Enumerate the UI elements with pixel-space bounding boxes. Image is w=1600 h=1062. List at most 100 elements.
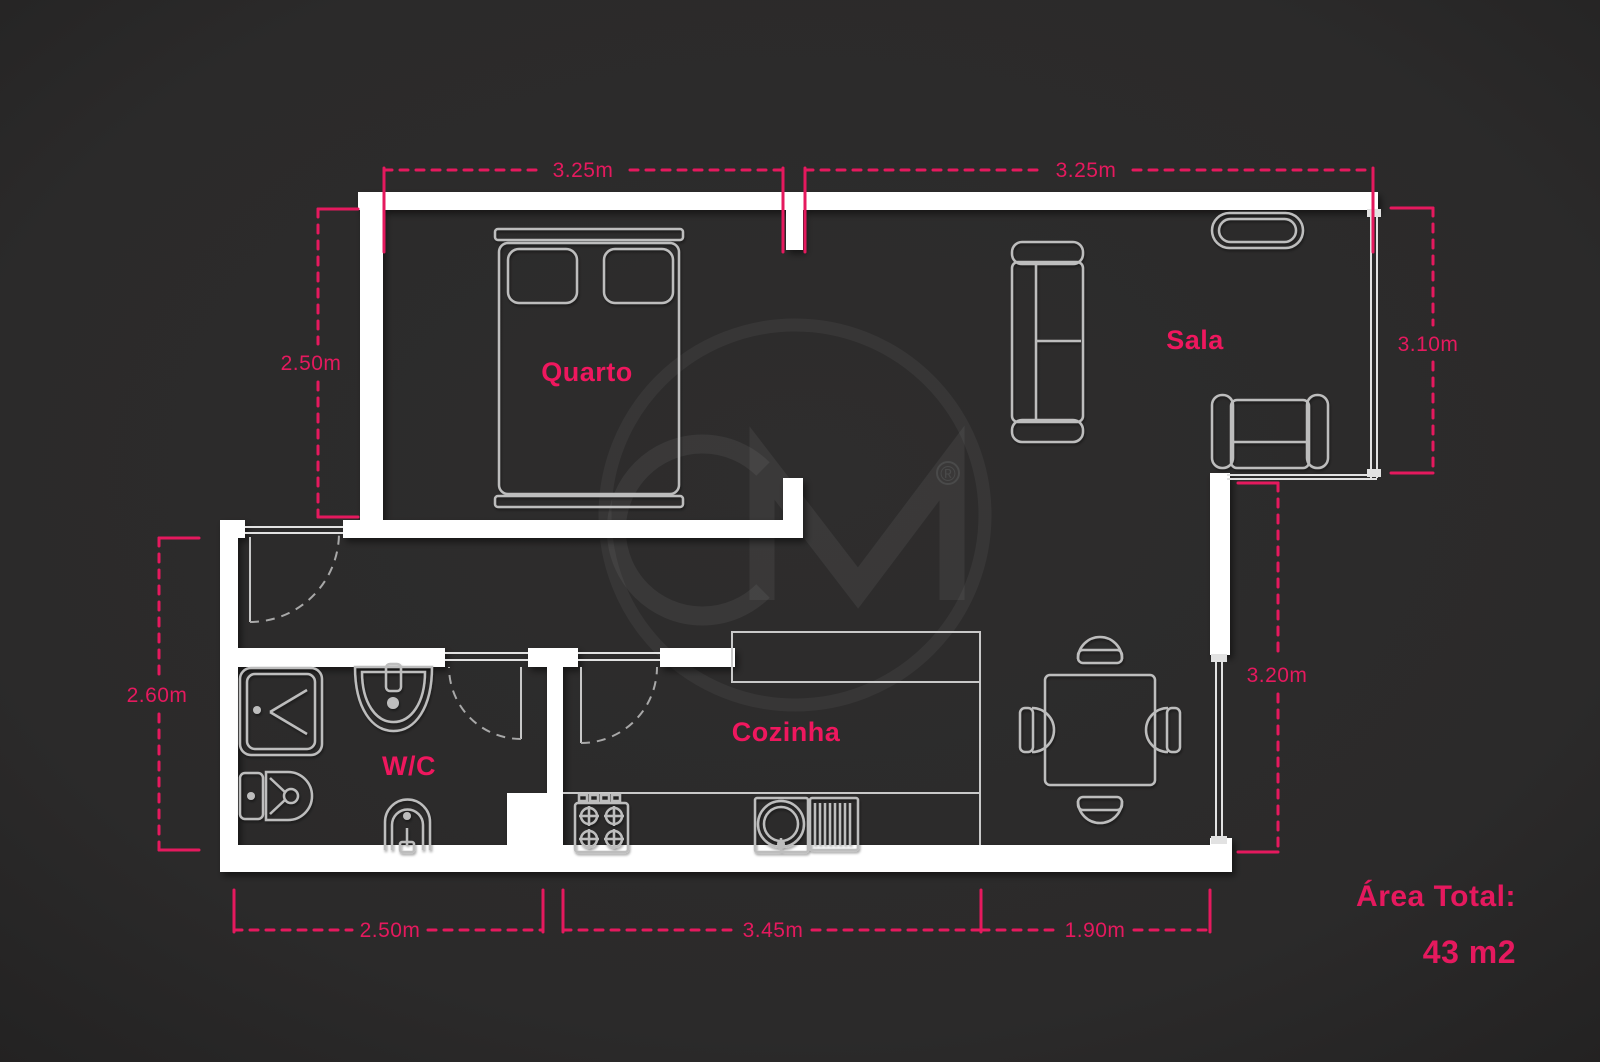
dimension-top-right [803,166,1375,254]
dimension-bottom-right [979,888,1212,934]
cozinha-door-frame [578,652,660,661]
dimension-right-upper [1389,206,1435,475]
dim-label-bottom-middle: 3.45m [743,919,804,942]
dining-chair [1018,706,1056,754]
dimension-right-lower [1236,481,1280,854]
bed-headboard [493,227,685,242]
bidet-inner [390,808,425,850]
bed-footboard [493,494,685,509]
room-label-wc: W/C [382,751,436,781]
room-label-sala: Sala [1166,325,1224,355]
dim-label-bottom-right: 1.90m [1065,919,1126,942]
dining-chair [1076,795,1124,825]
wall-dining-right-stub [1210,473,1230,655]
dining-table-top [1043,673,1157,787]
sofa-arm [1010,240,1085,266]
sink-basin-inner [360,670,427,724]
cozinha-door [580,666,658,744]
doors [249,532,658,744]
kitchen-peninsula-counter [731,631,981,683]
dim-label-top-left: 3.25m [553,159,614,182]
sofa-arm [1010,418,1085,444]
stove-burner [579,829,599,849]
sink-basin-outer [353,665,434,733]
shower-tray-outer [238,666,324,757]
watermark-logo: ® [598,318,992,712]
sink-drain [387,697,399,709]
wall-wc-top-b [528,648,578,667]
dimension-labels: 3.25m 3.25m 2.50m 2.60m 3.10m 3.20m 2.50… [127,159,1459,942]
dimension-left-upper [316,207,360,519]
wall-cozinha-top [660,648,735,667]
dim-label-left-lower: 2.60m [127,684,188,707]
dining-chair [1144,706,1182,754]
room-labels: Quarto Sala Cozinha W/C [382,325,1224,781]
armchair-body [1229,398,1311,470]
bed-pillow [602,247,675,305]
furniture [238,211,1330,854]
dim-label-right-lower: 3.20m [1247,664,1308,687]
dim-label-right-upper: 3.10m [1398,333,1459,356]
dimension-left-lower [157,536,201,852]
wall-wc-top-a [220,648,445,667]
dimension-bottom-left [232,888,545,934]
bathroom-sink [353,662,434,733]
stove-body [573,801,630,854]
watermark-circle-icon [598,318,992,712]
wall-quarto-sala-stub [786,210,803,250]
shower [238,666,324,757]
dining-chair [1076,635,1124,665]
entry-door-frame [245,526,343,534]
drainboard [808,796,860,852]
wall-top [358,192,1378,210]
coffee-table [1210,211,1305,250]
dim-label-bottom-left: 2.50m [360,919,421,942]
bidet-outer [383,798,432,850]
coffee-table-inner [1217,217,1298,244]
registered-mark-icon [936,461,960,485]
wall-quarto-bottom [343,520,803,538]
wall-left [220,538,238,870]
wall-quarto-left [360,210,383,520]
stove-burner [604,829,624,849]
registered-mark-letter: ® [940,463,956,486]
area-total-label: Área Total: [1356,879,1516,913]
dining-table [1018,635,1182,825]
coffee-table-outer [1210,211,1305,250]
toilet-drain [282,787,300,805]
stove-burner [604,806,624,826]
room-label-quarto: Quarto [541,357,633,387]
wall-bottom [220,845,1232,872]
stove-burner [579,806,599,826]
wc-door-frame [445,652,528,661]
toilet-bowl [264,770,314,822]
shower-tray-inner [245,672,317,751]
sink-faucet [384,662,403,693]
sofa [1010,240,1085,444]
shower-drain [253,706,261,714]
armchair-arm [1210,393,1235,470]
wall-quarto-right-stub [783,478,803,522]
dim-label-top-right: 3.25m [1056,159,1117,182]
bed-pillow [506,247,579,305]
watermark-m-icon [749,425,965,609]
toilet-tank [238,771,265,821]
wall-wc-cozinha-divider [547,667,563,845]
toilet [238,770,314,822]
kitchen-sink [753,796,810,854]
wc-door [448,666,522,740]
armchair [1210,393,1330,470]
sofa-body [1010,260,1085,424]
dining-window [1211,654,1227,844]
room-label-cozinha: Cozinha [732,717,841,747]
wall-entry-left-block [220,520,245,538]
wall-wc-corner-block [507,793,547,845]
bed [493,227,685,509]
thin-walls [245,209,1381,845]
area-total: Área Total: 43 m2 [1356,879,1516,970]
armchair-arm [1305,393,1330,470]
sala-sill [1227,474,1377,480]
dimension-top-left [382,166,785,254]
